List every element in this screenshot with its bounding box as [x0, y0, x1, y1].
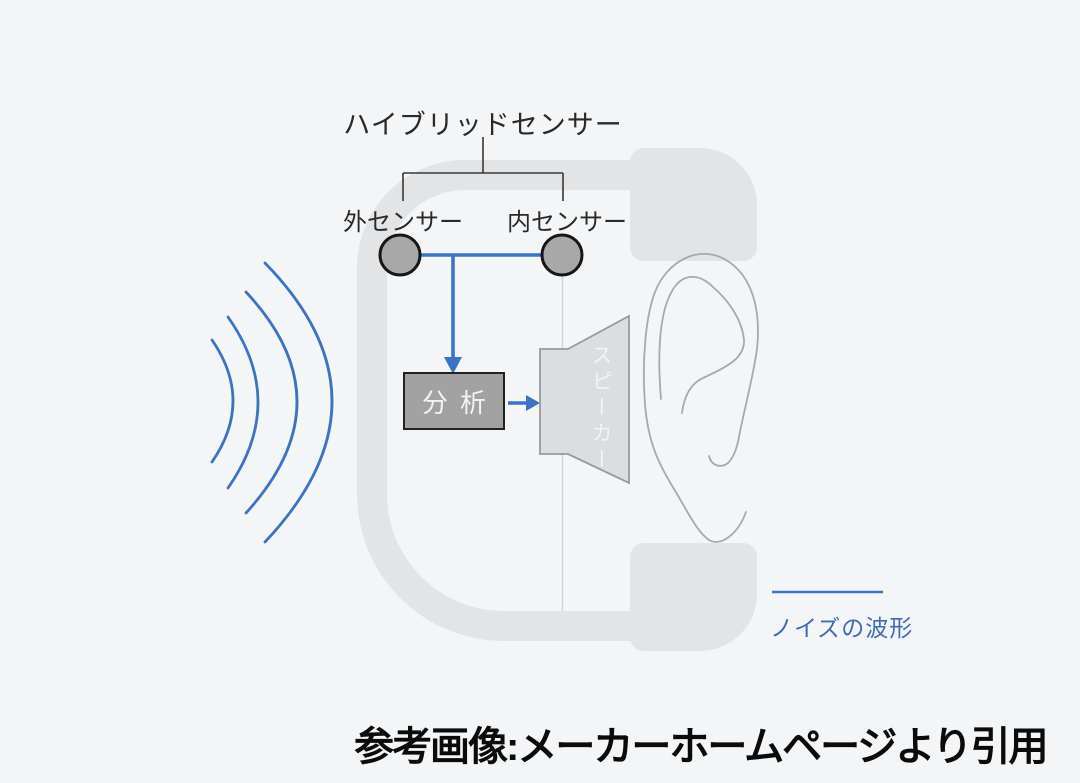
title-bracket-lines [402, 137, 564, 201]
inner-sensor-label: 内センサー [507, 210, 627, 236]
bottom-earcup-shape [630, 543, 757, 651]
noise-wave-arcs [210, 261, 334, 544]
source-caption: 参考画像:メーカーホームページより引用 [354, 725, 1049, 769]
noise-arc-4 [263, 261, 334, 544]
inner-sensor-dot [540, 233, 584, 277]
ear-outer-contour [643, 252, 759, 543]
noise-arc-1 [210, 338, 235, 464]
right-arrow-head [526, 395, 540, 411]
analysis-box: 分析 [403, 372, 505, 430]
down-arrow-head [444, 357, 462, 374]
ear-illustration [643, 252, 759, 543]
speaker-icon [539, 314, 630, 485]
noise-waveform-label: ノイズの波形 [770, 616, 914, 641]
speaker-label: スピーカー [589, 344, 613, 474]
outer-sensor-label: 外センサー [343, 210, 463, 236]
analysis-label: 分析 [421, 388, 498, 418]
top-earcup-shape [630, 148, 757, 261]
noise-arc-3 [244, 290, 299, 515]
headband-shape [357, 160, 643, 641]
ear-inner-helix [658, 275, 745, 414]
diagram-title: ハイブリッドセンサー [343, 110, 623, 140]
outer-sensor-dot [378, 233, 422, 277]
noise-arc-2 [226, 315, 260, 490]
